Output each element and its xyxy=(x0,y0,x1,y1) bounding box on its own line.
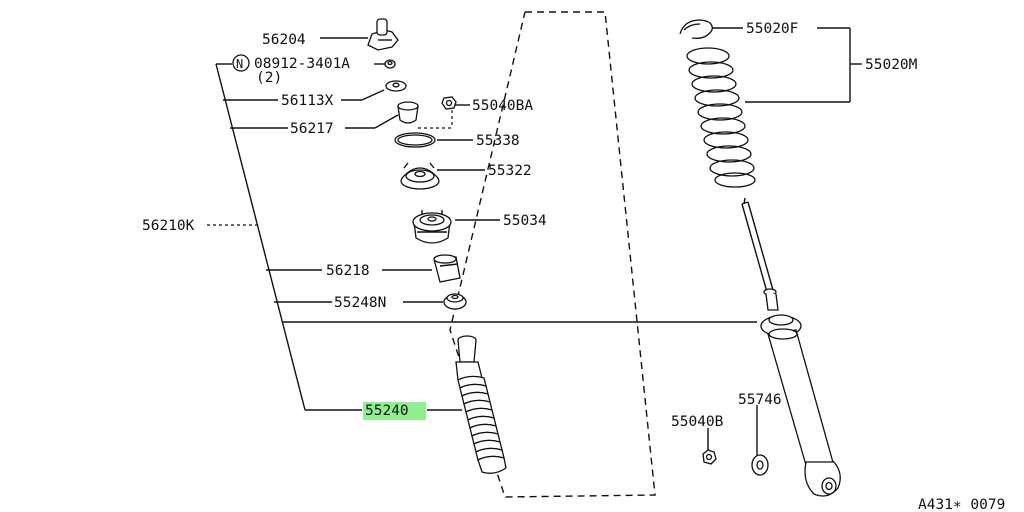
part-label-55322[interactable]: 55322 xyxy=(488,163,532,179)
part-label-55746[interactable]: 55746 xyxy=(738,392,782,408)
part-label-55020m[interactable]: 55020M xyxy=(865,57,918,73)
part-label-56113x[interactable]: 56113X xyxy=(281,93,334,109)
part-56204-drawing xyxy=(367,18,399,51)
part-label-56218[interactable]: 56218 xyxy=(326,263,370,279)
part-label-56204[interactable]: 56204 xyxy=(262,32,306,48)
part-55020m-drawing xyxy=(686,47,756,188)
part-56217-drawing xyxy=(397,101,419,124)
leader-lines xyxy=(320,27,862,455)
part-label-55040ba[interactable]: 55040BA xyxy=(472,98,533,114)
figure-code: A431∗ 0079 xyxy=(918,497,1005,512)
part-55020f-drawing xyxy=(679,19,713,39)
part-quantity-08912: (2) xyxy=(256,70,282,86)
part-56218-drawing xyxy=(433,254,461,283)
assembly-bracket-56210k xyxy=(207,63,757,411)
shock-absorber-drawing xyxy=(741,197,841,497)
part-56113x-drawing xyxy=(385,80,407,92)
part-55248n-drawing xyxy=(443,293,467,310)
part-55040ba-drawing xyxy=(441,96,457,110)
part-08912-drawing xyxy=(384,59,396,69)
n-symbol-letter: N xyxy=(236,57,243,71)
n-symbol-circle xyxy=(232,54,250,72)
part-label-08912-3401a[interactable]: 08912-3401A xyxy=(254,56,350,72)
part-label-55034[interactable]: 55034 xyxy=(503,213,547,229)
part-label-55240[interactable]: 55240 xyxy=(365,403,409,419)
part-55322-drawing xyxy=(400,162,440,190)
part-label-56210k[interactable]: 56210K xyxy=(142,218,195,234)
part-55746-drawing xyxy=(751,454,769,476)
part-label-55248n[interactable]: 55248N xyxy=(334,295,386,311)
dashed-group-boundary xyxy=(449,11,656,498)
part-55240-drawing xyxy=(455,335,507,474)
part-label-55020f[interactable]: 55020F xyxy=(746,21,798,37)
part-label-55338[interactable]: 55338 xyxy=(476,133,520,149)
part-label-55040b[interactable]: 55040B xyxy=(671,414,724,430)
part-55040b-drawing xyxy=(702,449,717,465)
part-55034-drawing xyxy=(412,210,452,244)
part-label-56217[interactable]: 56217 xyxy=(290,121,334,137)
selected-part-highlight xyxy=(363,402,426,420)
part-55338-drawing xyxy=(394,132,436,148)
